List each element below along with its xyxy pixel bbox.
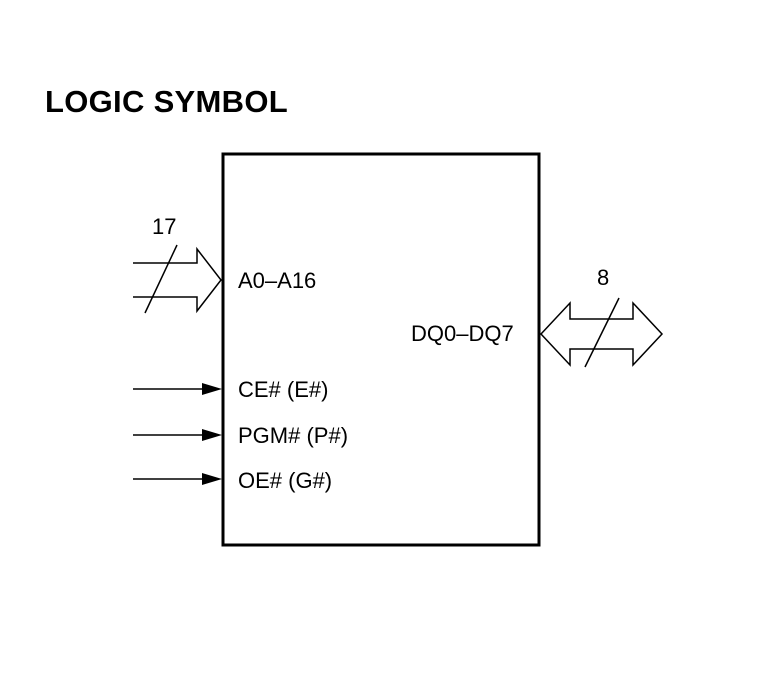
program-pin-label: PGM# (P#) xyxy=(238,423,348,448)
output-enable-pin-label: OE# (G#) xyxy=(238,468,332,493)
address-bus-arrow xyxy=(133,246,222,314)
chip-enable-pin-label: CE# (E#) xyxy=(238,377,328,402)
data-bus-width-label: 8 xyxy=(597,265,609,290)
data-bus-pin-label: DQ0–DQ7 xyxy=(411,321,514,346)
data-bus-arrow xyxy=(539,301,664,367)
address-bus-width-label: 17 xyxy=(152,214,176,239)
page-title: LOGIC SYMBOL xyxy=(45,84,288,119)
chip-body xyxy=(221,152,541,547)
data-bus-slash xyxy=(584,297,620,368)
program-arrowhead xyxy=(202,429,222,441)
output-enable-arrowhead xyxy=(202,473,222,485)
address-bus-slash xyxy=(144,244,178,314)
address-bus-pin-label: A0–A16 xyxy=(238,268,316,293)
chip-enable-arrowhead xyxy=(202,383,222,395)
